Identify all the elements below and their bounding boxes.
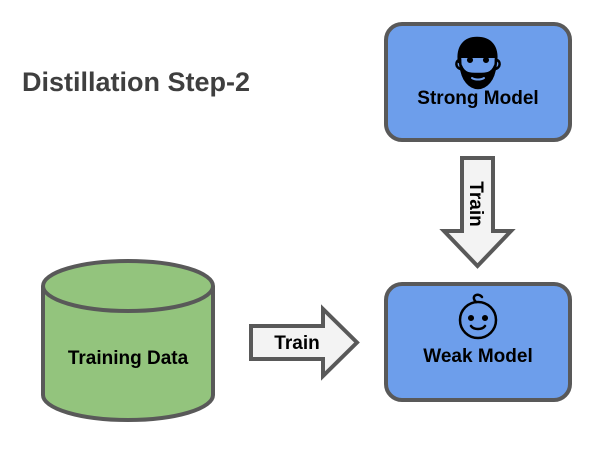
training-data-node: Training Data — [41, 259, 215, 422]
training-data-cylinder-top — [41, 259, 215, 313]
weak-model-label: Weak Model — [423, 346, 532, 367]
strong-model-label: Strong Model — [417, 88, 538, 109]
strong-to-weak-arrow: Train — [439, 156, 516, 269]
baby-face-icon — [458, 293, 498, 340]
right-arrow-shape — [249, 304, 360, 381]
diagram-title: Distillation Step-2 — [22, 67, 250, 97]
training-data-cylinder-body — [41, 286, 215, 422]
weak-model-box — [384, 282, 572, 402]
strong-model-node: Strong Model — [384, 22, 572, 142]
bearded-man-icon — [455, 36, 501, 90]
down-arrow-shape — [439, 156, 516, 269]
data-to-weak-label: Train — [274, 333, 319, 354]
data-to-weak-arrow: Train — [249, 304, 360, 381]
strong-to-weak-label: Train — [465, 181, 486, 226]
training-data-label: Training Data — [68, 348, 189, 369]
weak-model-node: Weak Model — [384, 282, 572, 402]
